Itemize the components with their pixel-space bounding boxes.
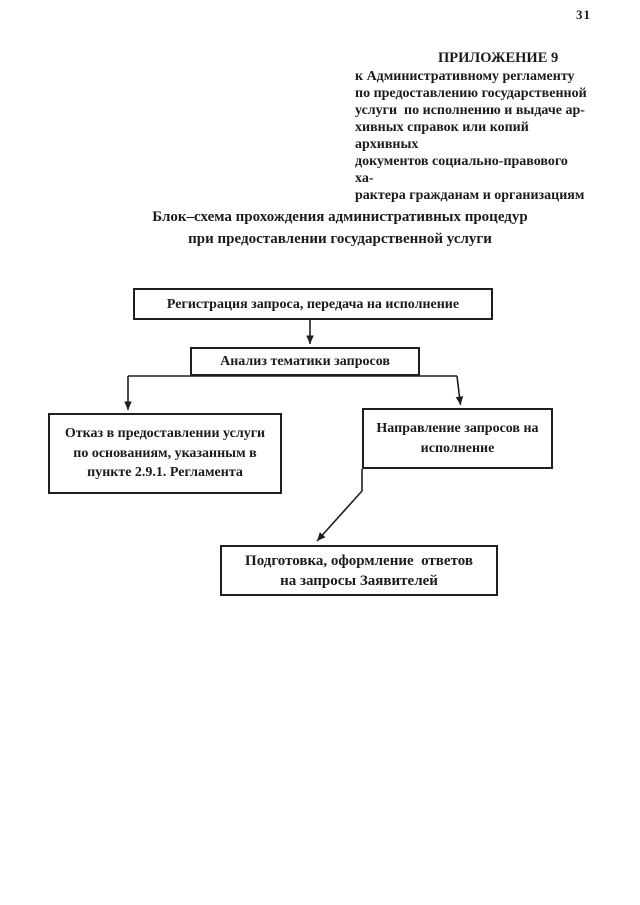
appendix-reference-line: документов социально-правового ха- (355, 154, 572, 186)
flow-box-direction-line1: Направление запросов на (376, 420, 539, 436)
flow-box-analysis: Анализ тематики запросов (190, 347, 420, 376)
page-number: 31 (576, 7, 591, 22)
appendix-title: ПРИЛОЖЕНИЕ 9 (438, 50, 559, 66)
arrow-analysis-to-direction (455, 375, 464, 406)
flow-box-preparation: Подготовка, оформление ответов на запрос… (220, 545, 498, 596)
flow-box-analysis-text: Анализ тематики запросов (220, 354, 390, 369)
flow-box-preparation-line1: Подготовка, оформление ответов (245, 552, 473, 569)
flow-box-refusal: Отказ в предоставлении услуги по основан… (48, 413, 282, 494)
flow-box-refusal-line3: пункте 2.9.1. Регламента (87, 465, 243, 481)
flow-box-direction-line2: исполнение (420, 440, 495, 456)
flow-box-registration-text: Регистрация запроса, передача на исполне… (166, 296, 460, 312)
flow-box-refusal-line2: по основаниям, указанным в (73, 445, 257, 461)
flowchart-title: Блок–схема прохождения административных … (40, 207, 640, 250)
flow-box-direction: Направление запросов на исполнение (362, 408, 553, 469)
arrow-direction-to-preparation (316, 469, 363, 542)
appendix-reference-line: рактера гражданам и организациям (355, 188, 585, 203)
flowchart-title-line1: Блок–схема прохождения административных … (152, 209, 528, 225)
flow-box-registration: Регистрация запроса, передача на исполне… (133, 288, 493, 320)
appendix-reference-line: по предоставлению государственной (355, 86, 587, 101)
appendix-reference-line: услуги по исполнению и выдаче ар- (355, 103, 585, 118)
flow-box-refusal-line1: Отказ в предоставлении услуги (64, 426, 266, 442)
appendix-reference: к Административному регламенту по предос… (355, 68, 587, 204)
flow-box-preparation-line2: на запросы Заявителей (280, 572, 438, 589)
flowchart-title-line2: при предоставлении государственной услуг… (188, 230, 492, 247)
appendix-reference-line: к Административному регламенту (355, 69, 575, 84)
appendix-reference-line: хивных справок или копий архивных (355, 120, 533, 152)
